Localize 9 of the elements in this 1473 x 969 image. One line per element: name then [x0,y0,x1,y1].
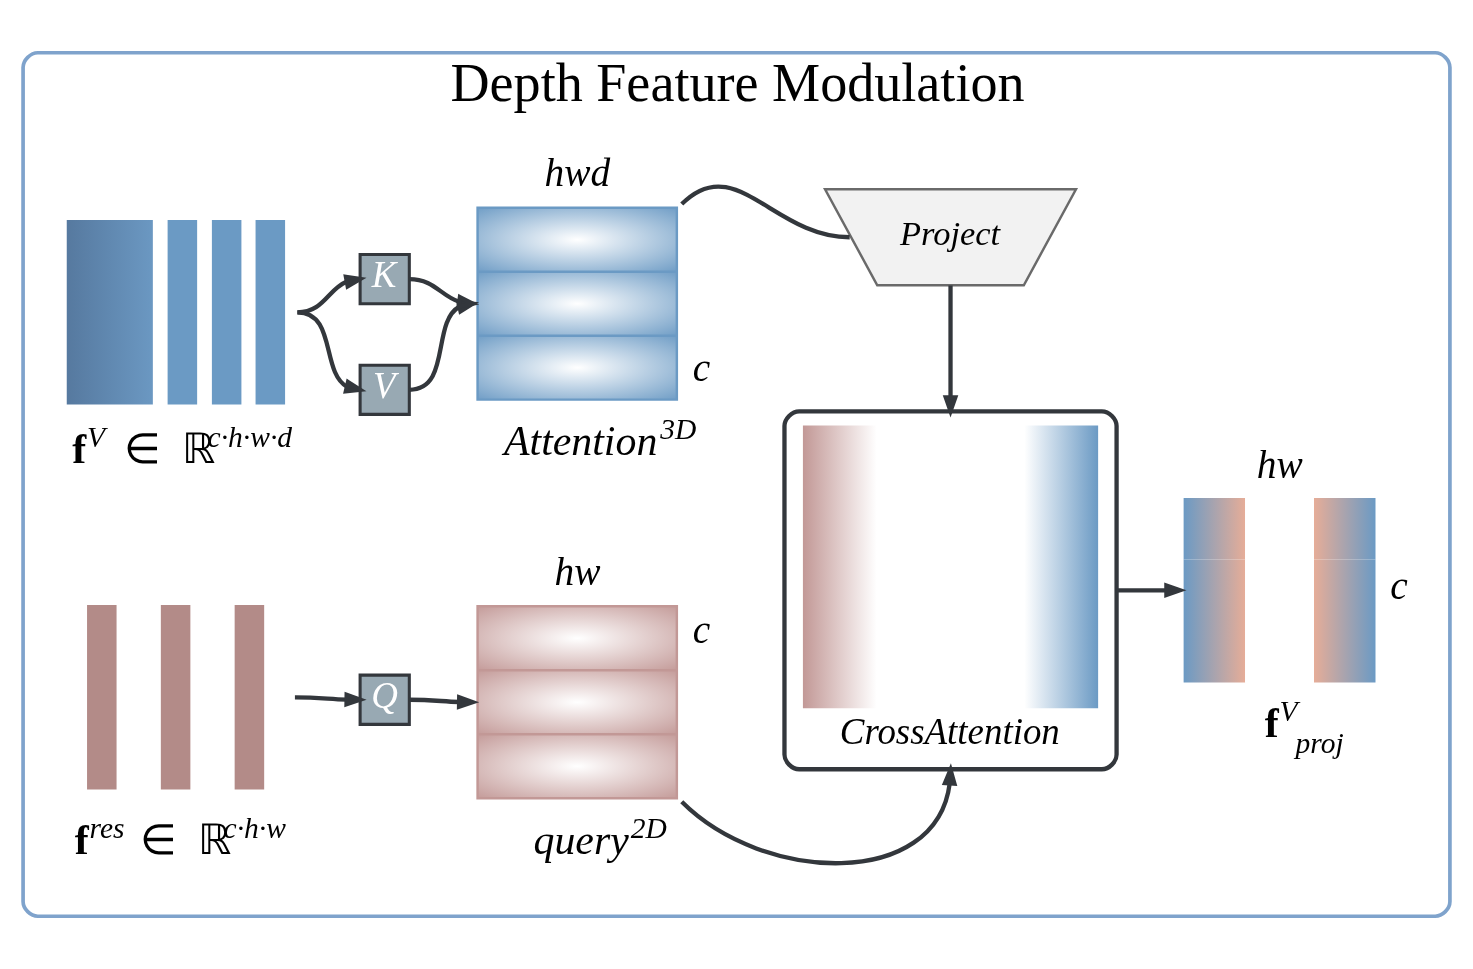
node-label: hw [554,549,601,594]
node-label: c [692,607,711,652]
node-label: c [1390,564,1408,609]
node-label: hwd [544,151,611,196]
node-label: hw [1256,442,1303,487]
node-label: f$^{res}$ ∈ ℝ$^{c·h·w}$ [74,811,286,863]
node-label: c [692,345,711,390]
node-label: f$^{V}$ ∈ ℝ$^{c·h·w·d}$ [72,420,293,472]
node-label: query$^{2D}$ [533,811,667,863]
